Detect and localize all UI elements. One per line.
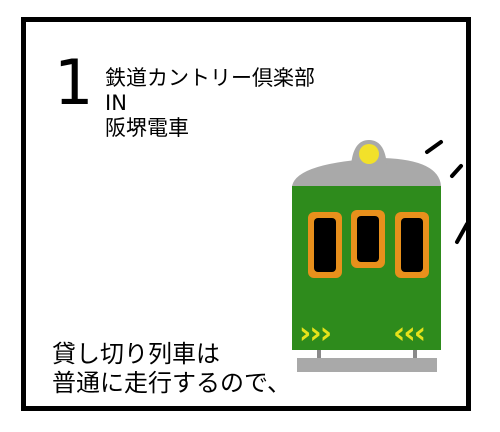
motion-lines <box>425 140 469 244</box>
window-left-glass <box>314 218 336 272</box>
motion-line-top <box>425 140 443 154</box>
caption-subtitle: 阪堺電車 <box>105 116 189 140</box>
motion-line-bottom <box>455 222 469 244</box>
caption-title: 鉄道カントリー倶楽部 <box>105 66 315 90</box>
narration-line-1: 貸し切り列車は <box>52 340 220 368</box>
train-illustration: ››› ‹‹‹ <box>292 140 469 372</box>
chevron-right-marking: ‹‹‹ <box>393 316 424 351</box>
train-bumper <box>297 358 437 372</box>
chevron-left-marking: ››› <box>299 316 331 351</box>
caption-in: IN <box>105 91 127 115</box>
comic-panel: 1 鉄道カントリー倶楽部 IN 阪堺電車 ››› ‹‹‹ <box>21 17 471 411</box>
window-center-glass <box>357 216 379 262</box>
narration-text: 貸し切り列車は 普通に走行するので、 <box>52 340 291 398</box>
headlight <box>359 144 379 164</box>
train-roof <box>292 158 441 186</box>
train-windows <box>308 210 429 278</box>
train-coupler-left <box>317 350 321 360</box>
panel-number: 1 <box>54 46 93 119</box>
train-coupler-right <box>413 350 417 360</box>
window-right-glass <box>401 218 423 272</box>
caption-block: 鉄道カントリー倶楽部 IN 阪堺電車 <box>105 66 315 141</box>
motion-line-middle <box>450 164 463 178</box>
narration-line-2: 普通に走行するので、 <box>52 369 292 397</box>
